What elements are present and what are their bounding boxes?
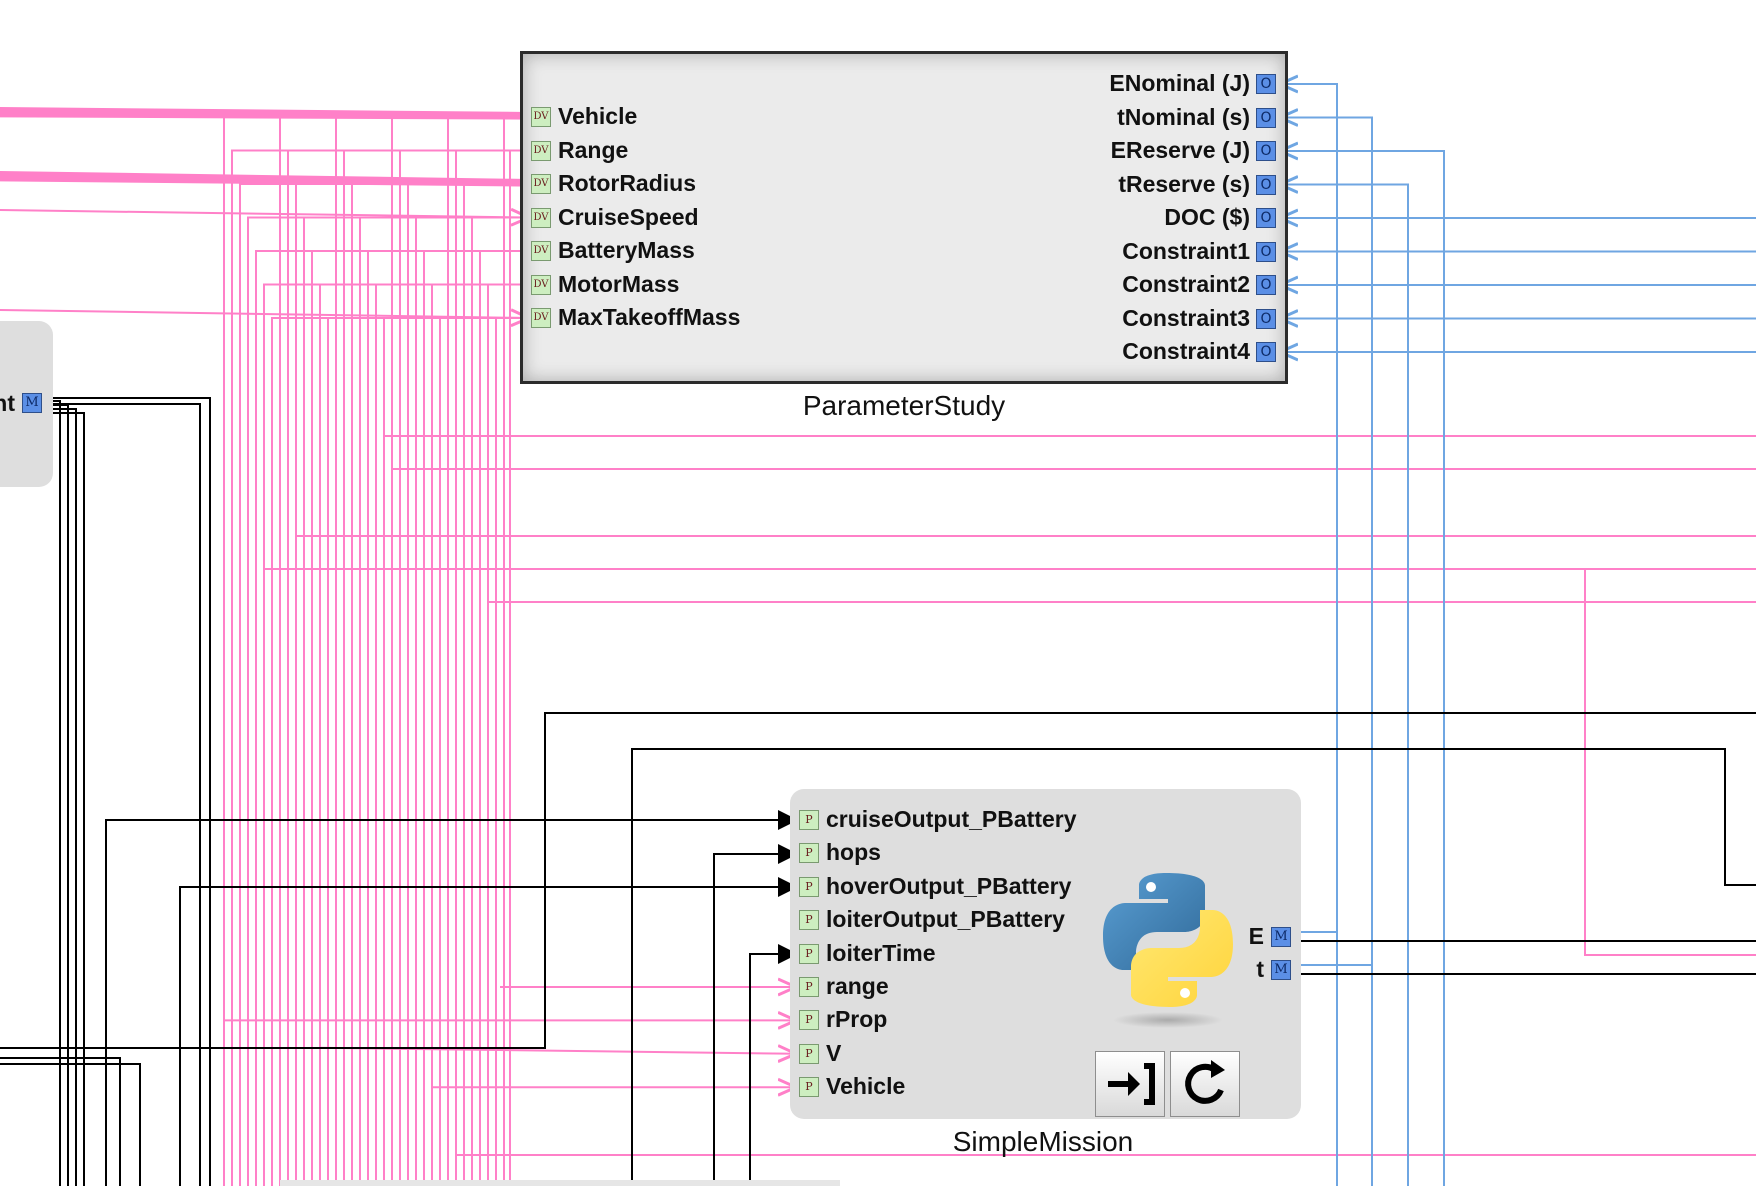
- parameter-port-icon[interactable]: P: [799, 1010, 819, 1031]
- parameter-port-icon[interactable]: P: [799, 876, 819, 897]
- design-variable-wire[interactable]: [391, 116, 529, 1186]
- design-variable-wire[interactable]: [231, 149, 529, 1186]
- objective-port-label: Constraint2: [1122, 271, 1250, 297]
- design-variable-port-icon[interactable]: DV: [531, 140, 551, 161]
- parameter-study-block[interactable]: [520, 51, 1288, 384]
- parameter-port-label: rProp: [826, 1006, 888, 1033]
- objective-port-label: Constraint4: [1122, 338, 1250, 364]
- design-variable-port-label: RotorRadius: [558, 170, 696, 196]
- design-variable-port-label: MaxTakeoffMass: [558, 304, 741, 330]
- objective-port-icon[interactable]: O: [1256, 141, 1276, 161]
- parameter-port-label: loiterOutput_PBattery: [826, 906, 1065, 933]
- design-variable-wire[interactable]: [455, 149, 529, 1186]
- design-variable-wire[interactable]: [343, 149, 529, 1186]
- objective-port-label: EReserve (J): [1110, 137, 1250, 163]
- design-variable-port-icon[interactable]: DV: [531, 207, 551, 228]
- model-wire[interactable]: [749, 944, 798, 1186]
- parameter-port-icon[interactable]: P: [799, 977, 819, 997]
- parameter-port-label: Vehicle: [826, 1073, 906, 1100]
- objective-wire[interactable]: [1280, 185, 1409, 1186]
- parameter-port-icon[interactable]: P: [799, 1043, 819, 1064]
- parameter-port-icon[interactable]: P: [799, 943, 819, 964]
- design-variable-wire[interactable]: [295, 183, 529, 1186]
- design-variable-wire[interactable]: [247, 216, 529, 1186]
- objective-port-icon[interactable]: O: [1256, 241, 1276, 262]
- objective-port-icon[interactable]: O: [1256, 107, 1276, 128]
- design-variable-wire[interactable]: [279, 116, 529, 1186]
- parameter-port-label: V: [826, 1039, 842, 1066]
- objective-wire[interactable]: [1280, 84, 1338, 1186]
- model-output-port-icon[interactable]: M: [22, 393, 42, 413]
- refresh-button[interactable]: [1170, 1051, 1240, 1117]
- parameter-port-icon[interactable]: P: [799, 910, 819, 931]
- design-variable-port-icon[interactable]: DV: [531, 241, 551, 261]
- model-wire[interactable]: [179, 877, 798, 1186]
- objective-wire[interactable]: [1280, 151, 1445, 1186]
- left-model-block[interactable]: nt M: [0, 321, 53, 487]
- parameter-port-icon[interactable]: P: [799, 1077, 819, 1098]
- model-wire[interactable]: [50, 400, 61, 1186]
- model-wire[interactable]: [50, 403, 201, 1186]
- run-button[interactable]: [1095, 1051, 1165, 1117]
- design-variable-port-icon[interactable]: DV: [531, 107, 551, 127]
- objective-port-label: Constraint1: [1122, 237, 1250, 264]
- design-variable-wire[interactable]: [0, 210, 529, 218]
- objective-port-icon[interactable]: O: [1256, 308, 1276, 329]
- design-variable-port-icon[interactable]: DV: [531, 274, 551, 295]
- model-wire[interactable]: [50, 397, 211, 1186]
- horizontal-scrollbar[interactable]: [280, 1180, 840, 1186]
- parameter-port-label: cruiseOutput_PBattery: [826, 806, 1077, 832]
- model-output-port-label: E: [1248, 923, 1264, 949]
- parameter-port-label: hoverOutput_PBattery: [826, 872, 1072, 899]
- model-output-port-icon[interactable]: M: [1271, 960, 1291, 980]
- design-variable-port-label: Range: [558, 136, 629, 163]
- refresh-icon: [1185, 1060, 1225, 1104]
- design-variable-wire[interactable]: [327, 317, 529, 1186]
- objective-port-label: Constraint3: [1122, 304, 1250, 331]
- model-wire[interactable]: [50, 408, 77, 1186]
- design-variable-wire[interactable]: [479, 250, 529, 1186]
- design-variable-wire[interactable]: [495, 317, 529, 1186]
- model-wire[interactable]: [713, 844, 798, 1186]
- objective-port-label: ENominal (J): [1109, 70, 1250, 96]
- design-variable-wire[interactable]: [264, 568, 1756, 956]
- design-variable-port-icon[interactable]: DV: [531, 174, 551, 194]
- design-variable-wire[interactable]: [439, 317, 529, 1186]
- model-output-port-icon[interactable]: M: [1271, 927, 1291, 947]
- parameter-study-caption: ParameterStudy: [802, 390, 1006, 421]
- model-output-port-label: t: [1256, 956, 1264, 982]
- left-block-port-label: nt: [0, 390, 15, 416]
- objective-port-icon[interactable]: O: [1256, 342, 1276, 362]
- design-variable-port-label: MotorMass: [558, 270, 680, 297]
- model-wire[interactable]: [0, 1063, 141, 1186]
- objective-port-icon[interactable]: O: [1256, 275, 1276, 295]
- model-wire[interactable]: [631, 748, 1756, 1186]
- parameter-port-label: hops: [826, 839, 881, 866]
- run-icon: [1108, 1063, 1155, 1105]
- objective-port-icon[interactable]: O: [1256, 208, 1276, 228]
- python-logo-icon: [1103, 873, 1233, 1028]
- objective-port-label: tNominal (s): [1117, 103, 1250, 130]
- parameter-port-label: loiterTime: [826, 939, 936, 966]
- design-variable-wire[interactable]: [487, 283, 529, 1186]
- design-variable-wire[interactable]: [463, 183, 529, 1186]
- objective-wire[interactable]: [1280, 118, 1373, 1186]
- design-variable-port-label: BatteryMass: [558, 237, 695, 263]
- simple-mission-caption: SimpleMission: [952, 1126, 1134, 1157]
- model-wire[interactable]: [0, 1057, 121, 1186]
- objective-port-label: DOC ($): [1164, 204, 1250, 230]
- model-wire[interactable]: [0, 712, 1756, 1049]
- design-variable-port-label: CruiseSpeed: [558, 203, 699, 230]
- objective-port-icon[interactable]: O: [1256, 74, 1276, 94]
- objective-port-icon[interactable]: O: [1256, 174, 1276, 195]
- design-variable-port-label: Vehicle: [558, 103, 638, 129]
- parameter-port-label: range: [826, 973, 889, 999]
- design-variable-wire[interactable]: [447, 116, 529, 1186]
- parameter-port-icon[interactable]: P: [799, 810, 819, 830]
- design-variable-port-icon[interactable]: DV: [531, 308, 551, 328]
- model-wire[interactable]: [50, 412, 85, 1186]
- objective-port-label: tReserve (s): [1118, 170, 1250, 197]
- parameter-port-icon[interactable]: P: [799, 843, 819, 864]
